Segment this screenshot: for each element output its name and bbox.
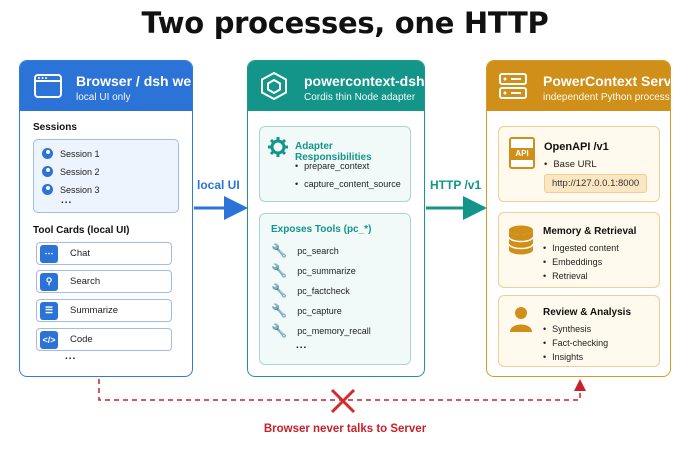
dsh-subtitle: Cordis thin Node adapter [304, 92, 416, 103]
base-url-value[interactable]: http://127.0.0.1:8000 [544, 174, 648, 193]
review-label: Review & Analysis [543, 307, 632, 318]
server-panel: PowerContext Server independent Python p… [486, 60, 671, 377]
sessions-list: Session 1 Session 2 Session 3 ... [33, 139, 179, 213]
tools-ellipsis: ... [296, 340, 308, 351]
tool-cards-ellipsis: ... [65, 351, 77, 362]
tool-item: 🔧pc_memory_recall [271, 323, 371, 338]
server-subtitle: independent Python process [543, 92, 670, 103]
wrench-icon: 🔧 [271, 283, 288, 298]
forbidden-x-icon [330, 388, 356, 414]
tool-card-search[interactable]: ⚲ Search [36, 270, 172, 293]
wrench-icon: 🔧 [271, 323, 288, 338]
openapi-box: API OpenAPI /v1 Base URL http://127.0.0.… [498, 126, 660, 202]
memory-item: Embeddings [543, 257, 602, 267]
document-icon: ☰ [40, 301, 58, 320]
tool-card-code[interactable]: </> Code [36, 328, 172, 351]
session-item[interactable]: Session 3 [42, 184, 100, 195]
person-icon [42, 184, 53, 195]
review-item: Insights [543, 352, 583, 362]
memory-box: Memory & Retrieval Ingested content Embe… [498, 212, 660, 288]
tools-box: Exposes Tools (pc_*) 🔧pc_search 🔧pc_summ… [259, 213, 411, 365]
api-doc-icon: API [509, 137, 535, 169]
responsibilities-label: Adapter Responsibilities [295, 141, 372, 163]
database-icon [508, 225, 534, 255]
browser-panel: Browser / dsh web local UI only Sessions… [19, 60, 193, 377]
dsh-panel: powercontext-dsh Cordis thin Node adapte… [247, 60, 425, 377]
dsh-title: powercontext-dsh [304, 73, 425, 89]
tool-item: 🔧pc_summarize [271, 263, 356, 278]
hexagon-icon [261, 72, 287, 100]
search-icon: ⚲ [40, 272, 58, 291]
forbidden-path [98, 379, 586, 401]
responsibilities-box: Adapter Responsibilities prepare_context… [259, 126, 411, 202]
tool-item: 🔧pc_search [271, 243, 339, 258]
wrench-icon: 🔧 [271, 303, 288, 318]
tool-card-summarize[interactable]: ☰ Summarize [36, 299, 172, 322]
person-icon [42, 166, 53, 177]
local-ui-label: local UI [197, 178, 240, 192]
session-item[interactable]: Session 1 [42, 148, 100, 159]
openapi-label: OpenAPI /v1 [544, 141, 609, 153]
person-icon [510, 307, 532, 332]
server-icon [499, 73, 527, 99]
tool-item: 🔧pc_factcheck [271, 283, 350, 298]
wrench-icon: 🔧 [271, 263, 288, 278]
review-box: Review & Analysis Synthesis Fact-checkin… [498, 295, 660, 367]
memory-item: Ingested content [543, 243, 619, 253]
memory-item: Retrieval [543, 271, 588, 281]
browser-title: Browser / dsh web [76, 73, 193, 89]
session-item[interactable]: Session 2 [42, 166, 100, 177]
gear-icon [268, 137, 288, 157]
dsh-header: powercontext-dsh Cordis thin Node adapte… [248, 61, 424, 111]
responsibility-item: capture_content_source [295, 179, 401, 189]
server-title: PowerContext Server [543, 73, 671, 89]
code-icon: </> [40, 330, 58, 349]
base-url-label: Base URL [544, 159, 596, 170]
diagram-title: Two processes, one HTTP [141, 6, 549, 40]
browser-subtitle: local UI only [76, 92, 131, 103]
review-item: Fact-checking [543, 338, 608, 348]
review-item: Synthesis [543, 324, 591, 334]
responsibility-item: prepare_context [295, 161, 369, 171]
tool-card-chat[interactable]: ⋯ Chat [36, 242, 172, 265]
browser-window-icon [34, 74, 62, 98]
wrench-icon: 🔧 [271, 243, 288, 258]
tool-item: 🔧pc_capture [271, 303, 342, 318]
tool-cards-label: Tool Cards (local UI) [33, 225, 130, 236]
sessions-label: Sessions [33, 122, 77, 133]
forbidden-note: Browser never talks to Server [263, 423, 427, 435]
server-header: PowerContext Server independent Python p… [487, 61, 670, 111]
memory-label: Memory & Retrieval [543, 226, 637, 237]
person-icon [42, 148, 53, 159]
browser-header: Browser / dsh web local UI only [20, 61, 192, 111]
sessions-ellipsis: ... [61, 195, 73, 206]
http-label: HTTP /v1 [430, 178, 482, 192]
chat-icon: ⋯ [40, 244, 58, 263]
tools-label: Exposes Tools (pc_*) [271, 224, 372, 235]
